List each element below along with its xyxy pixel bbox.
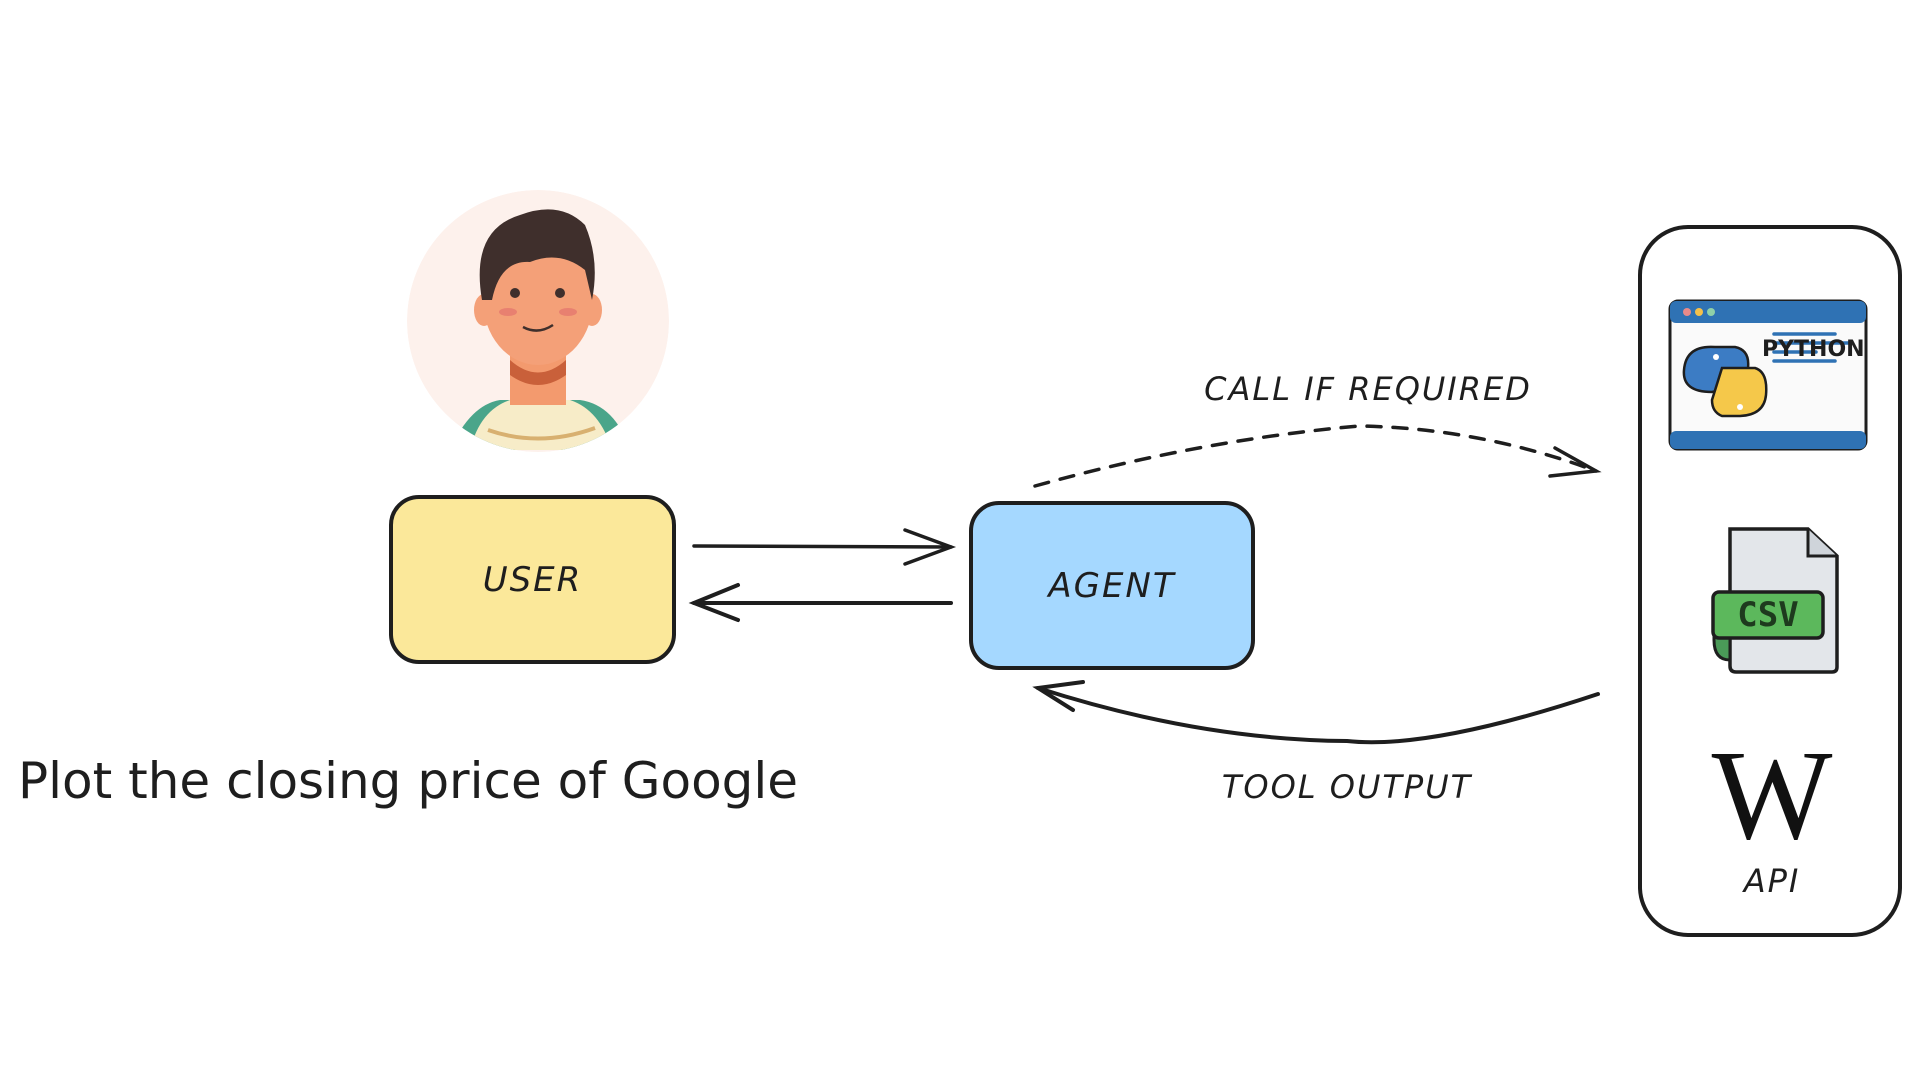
arrow-user-to-agent [692,528,957,566]
csv-file-icon [1711,527,1839,674]
arrow-agent-to-user [688,583,953,622]
user-avatar [407,190,669,452]
call-if-required-label: CALL IF REQUIRED [1204,370,1532,408]
user-node: USER [389,495,676,664]
wikipedia-logo-icon: W [1711,724,1833,866]
arrow-tool-output [1032,680,1600,745]
user-node-label: USER [482,559,583,600]
tools-panel [1638,225,1902,937]
tool-output-label: TOOL OUTPUT [1221,768,1473,806]
python-tool-icon [1668,299,1868,451]
agent-node: AGENT [969,501,1255,670]
user-prompt-text: Plot the closing price of Google [18,752,799,810]
python-label: PYTHON [1762,337,1865,362]
arrow-call-tool [1033,424,1602,488]
api-label: API [1743,862,1801,900]
csv-label: CSV [1737,595,1799,635]
agent-node-label: AGENT [1048,565,1176,606]
